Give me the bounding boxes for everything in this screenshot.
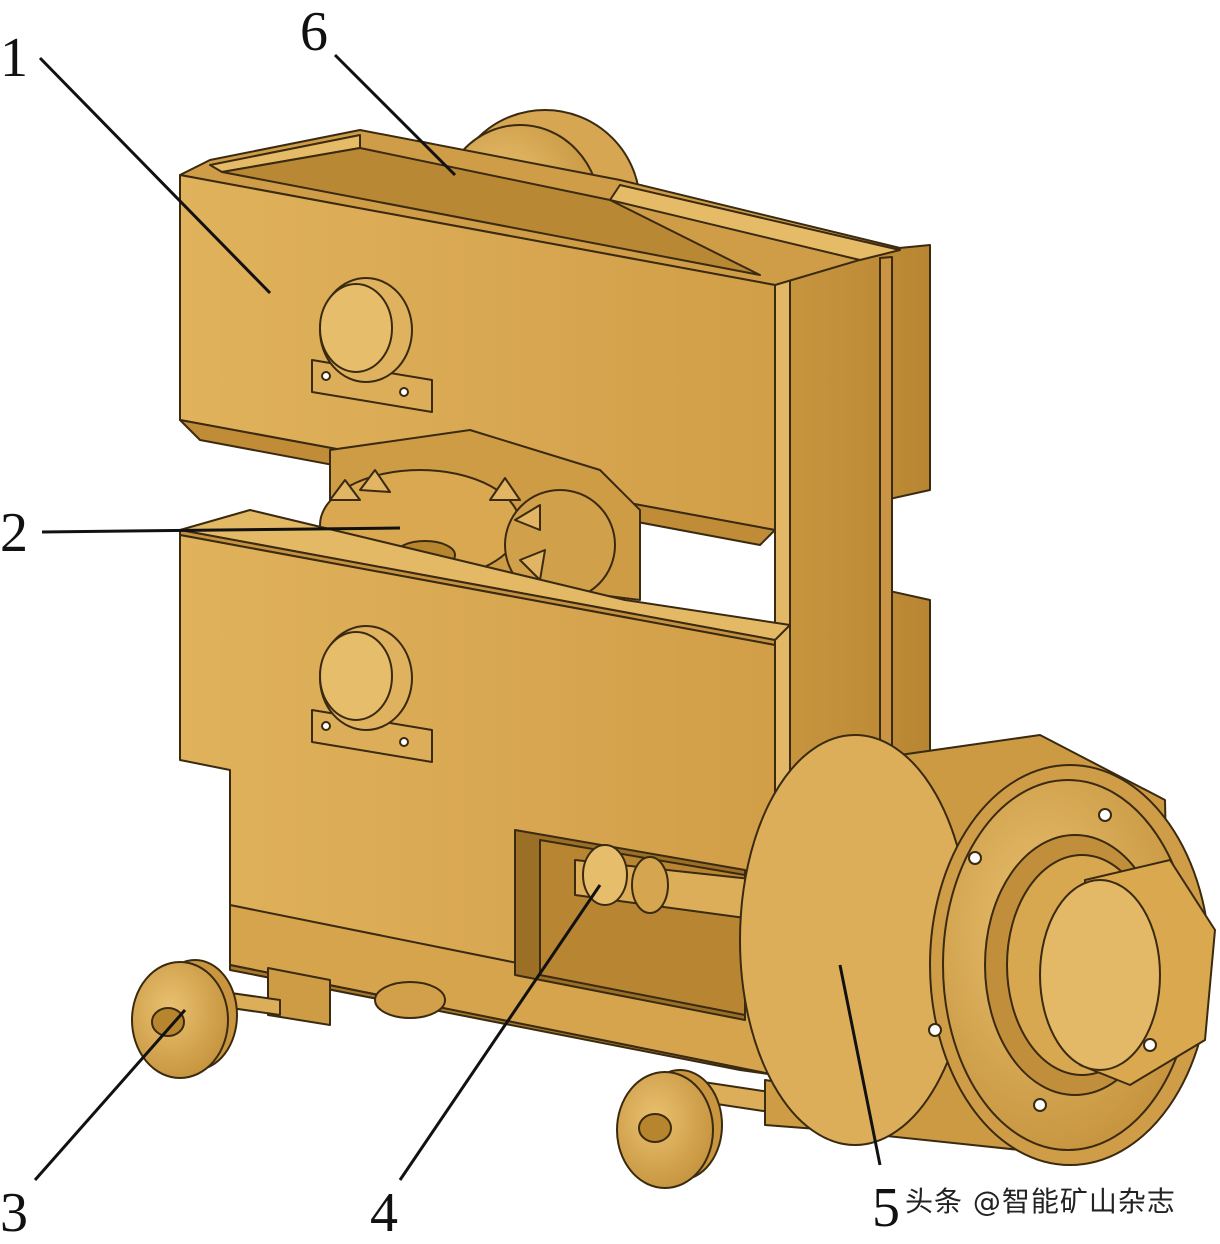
leader-line-5 [838, 964, 882, 1166]
watermark-text: 头条 @智能矿山杂志 [905, 1185, 1176, 1218]
callout-6: 6 [300, 1, 328, 63]
callout-2: 2 [0, 502, 28, 564]
leader-line-1 [38, 56, 272, 295]
gear-set [319, 429, 641, 601]
callout-5: 5 [872, 1177, 900, 1239]
coupling-shaft [574, 844, 761, 921]
leader-line-6 [333, 53, 457, 177]
leader-line-2 [41, 526, 401, 534]
upper-bearing [311, 277, 433, 413]
drive-motor [739, 734, 1216, 1166]
leader-line-4 [398, 884, 602, 1181]
lower-housing [179, 509, 791, 1076]
callout-4: 4 [370, 1182, 398, 1244]
leader-line-3 [33, 1009, 187, 1181]
callout-1: 1 [0, 27, 28, 89]
callout-3: 3 [0, 1182, 28, 1244]
wheel-assembly-rear [131, 959, 446, 1079]
lower-bearing [311, 625, 433, 763]
leader-lines [33, 53, 882, 1181]
upper-housing [179, 129, 901, 546]
